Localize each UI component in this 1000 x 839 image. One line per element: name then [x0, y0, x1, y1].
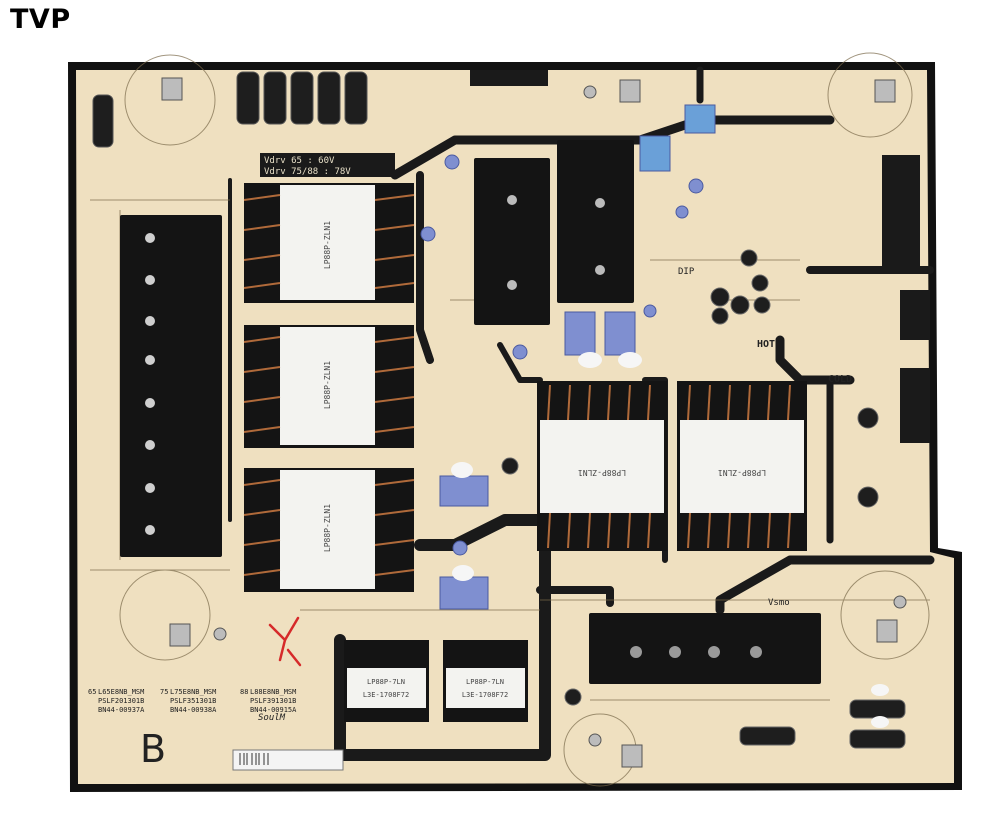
bn-label-1: BN44-00937A	[98, 706, 145, 714]
transformer-small-1: LP88P-7LN L3E-1708F72	[344, 640, 429, 722]
size-label-3: 88	[240, 688, 248, 696]
transformer-small-2: LP88P-7LN L3E-1708F72	[443, 640, 528, 722]
part-label-2: PSLF351301B	[170, 697, 216, 705]
small-transformer-sub: L3E-1708F72	[462, 691, 508, 699]
model-label-3: L88E8NB_MSM	[250, 688, 296, 696]
dip-label: DIP	[678, 267, 695, 277]
bn-label-2: BN44-00938A	[170, 706, 217, 714]
transformer-label: LP88P-ZLN1	[718, 468, 766, 477]
part-label-3: PSLF391301B	[250, 697, 296, 705]
watermark-text: TVP	[10, 4, 71, 35]
transformer-center-1: LP88P-ZLN1	[537, 381, 667, 551]
transformer-label: LP88P-ZLN1	[323, 221, 332, 269]
connectors-right	[470, 70, 930, 443]
small-capacitors	[501, 249, 879, 706]
insulator-caps	[451, 352, 889, 728]
heatsink-bottom	[589, 613, 821, 684]
transformer-label: LP88P-ZLN1	[323, 361, 332, 409]
heatsink-top-2	[557, 140, 634, 303]
small-transformer-label: LP88P-7LN	[367, 678, 405, 686]
board-letter-b: B	[140, 727, 166, 771]
red-marker-annotation	[268, 616, 302, 667]
small-transformer-label: LP88P-7LN	[466, 678, 504, 686]
transformer-left-2: LP88P-ZLN1	[243, 325, 415, 448]
part-label-1: PSLF201301B	[98, 697, 144, 705]
model-label-2: L75E8NB_MSM	[170, 688, 216, 696]
cold-label: COLD	[828, 374, 852, 385]
hot-label: HOT	[757, 339, 775, 350]
transformer-center-2: LP88P-ZLN1	[677, 381, 807, 551]
barcode-sticker	[232, 749, 344, 771]
model-label-1: L65E8NB_MSM	[98, 688, 144, 696]
vdrv-65-label: Vdrv 65 : 60V	[264, 156, 335, 166]
transformer-label: LP88P-ZLN1	[323, 504, 332, 552]
size-label-1: 65	[88, 688, 96, 696]
transformer-left-3: LP88P-ZLN1	[243, 468, 415, 592]
heatsink-top-1	[474, 158, 550, 325]
transformer-left-1: LP88P-ZLN1	[243, 183, 415, 303]
transformer-label: LP88P-ZLN1	[578, 468, 626, 477]
blue-components	[420, 104, 716, 610]
vdrv-75-label: Vdrv 75/88 : 78V	[264, 167, 351, 177]
size-label-2: 75	[160, 688, 168, 696]
vsmo-label: Vsmo	[768, 598, 790, 608]
capacitor-row-top	[92, 71, 368, 148]
soulm-label: SoulM	[258, 713, 286, 723]
small-transformer-sub: L3E-1708F72	[363, 691, 409, 699]
silkscreen-text: Vdrv 65 : 60V Vdrv 75/88 : 78V HOT COLD …	[88, 153, 852, 771]
capacitors-bottom-right	[739, 699, 906, 749]
bn-label-3: BN44-00915A	[250, 706, 297, 714]
heatsink-left	[120, 215, 222, 557]
mount-terminals	[161, 77, 907, 768]
